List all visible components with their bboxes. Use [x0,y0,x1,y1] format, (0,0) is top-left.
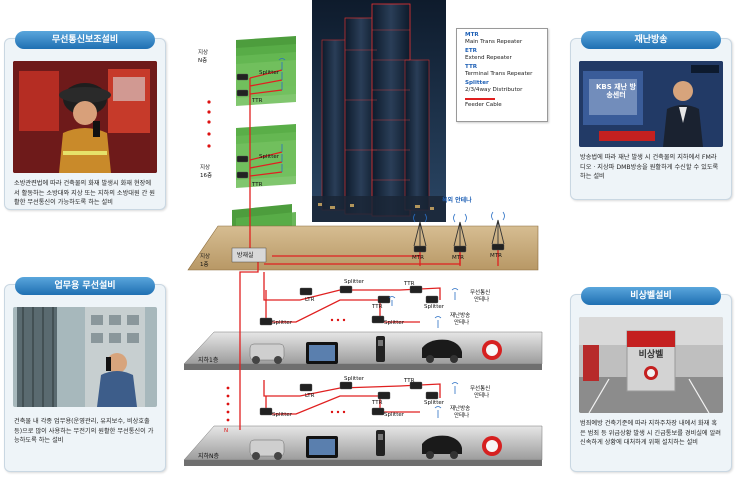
wireless-panel-desc: 소방관련법에 따라 건축물의 화재 발생시 화재 현장에서 활동하는 소방대와 … [14,180,155,206]
ttr-label-b1b: TTR [404,281,415,287]
broadcast-antenna-label-bn-l2: 안테나 [454,413,470,419]
ltr-label-b1: LTR [305,297,315,303]
ttr-label-top: TTR [252,98,263,104]
broadcast-antenna-label-b1-l2: 안테나 [454,320,470,326]
wireless-antenna-label-bn-l1: 무선통신 [470,386,491,392]
firefighter-photo [13,61,157,173]
splitter-label-bnd: Splitter [384,412,404,418]
splitter-label-top: Splitter [259,70,279,76]
legend-key: Splitter [465,80,489,86]
outdoor-antennas [413,211,505,247]
legend-desc: 2/3/4way Distributor [465,87,523,93]
indoor-antennas [278,58,459,418]
basement-1-front [184,364,542,370]
disaster-panel-desc: 방송법에 따라 재난 발생 시 건축물의 지하에서 FM라디오 · 지상파 DM… [580,154,719,180]
splitter-label-mid: Splitter [259,154,279,160]
basement-n-label: 지하N층 [198,453,220,460]
mtr-label-2: MTR [452,255,464,261]
news-anchor-photo: KBS 재난 방송센터 [579,61,723,147]
mtr-label-3: MTR [490,253,502,259]
floor-top-label-a: 지상 [198,50,209,56]
devices [231,73,505,416]
broadcast-antenna-label-b1-l1: 재난방송 [450,313,471,319]
splitter-label-b1b: Splitter [424,304,444,310]
wireless-antenna-label-b1-l1: 무선통신 [470,290,491,296]
ttr-label-b1a: TTR [372,304,383,310]
ground-layer [187,225,539,271]
emergency-sign: 비상벨 [638,350,664,360]
splitter-label-bnc: Splitter [272,412,292,418]
ttr-label-bna: TTR [372,400,383,406]
legend-cable-line [465,98,495,100]
wireless-panel-title: 무선통신보조설비 [15,31,155,49]
splitter-label-b1a: Splitter [344,279,364,285]
ltr-label-bn: LTR [305,393,315,399]
legend-key: MTR [465,32,479,38]
wireless-antenna-label-bn-l2: 안테나 [474,393,490,399]
floor-mid-label-b: 16층 [200,173,213,179]
legend-desc: Main Trans Repeater [465,39,523,45]
rooftop-antenna-label: 옥외 안테나 [442,197,472,204]
building-photo [312,0,446,222]
n-label: N [224,428,229,434]
tv-caption: KBS 재난 방송센터 [596,83,636,99]
parking-bell-photo: 비상벨 [579,317,723,413]
ttr-label-mid: TTR [252,182,263,188]
disaster-broadcast-panel: 재난방송 KBS 재난 방송센터 방송법에 따라 재난 발생 시 건축물의 지하… [570,31,732,200]
legend-key: TTR [465,64,478,70]
splitter-label-b1c: Splitter [272,320,292,326]
floor-mid-label-a: 지상 [200,165,211,171]
emergency-panel-desc: 범죄예방 건축기준에 따라 지하주차장 내에서 화재 혹은 범죄 등 위급상황 … [580,420,721,446]
broadcast-antenna-label-bn-l1: 재난방송 [450,406,471,412]
wireless-panel: 무선통신보조설비 소방관련법에 따라 건축물의 화재 발생시 화재 현장에서 활… [4,31,166,210]
legend-desc: Terminal Trans Repeater [465,71,533,77]
floor-1-label-b: 1층 [200,262,209,268]
basement-1-label: 지하1층 [198,357,219,364]
worker-radio-photo [13,307,157,407]
floor-1-label-a: 지상 [200,254,211,260]
legend-desc: Feeder Cable [465,101,502,108]
basement-n-front [184,460,542,466]
control-room-label: 방재실 [237,252,254,259]
floor-top-label-b: N층 [198,58,208,64]
ttr-label-bnb: TTR [404,378,415,384]
basement-1-items [249,336,502,364]
splitter-label-bna: Splitter [344,376,364,382]
basement-n-items [249,430,502,460]
upper-floors-stack [232,36,296,252]
splitter-label-b1d: Splitter [384,320,404,326]
emergency-panel-title: 비상벨설비 [581,287,721,305]
emergency-bell-panel: 비상벨설비 비상벨 범죄예방 건축기준에 따라 지하주차장 내에서 화재 혹은 … [570,287,732,472]
splitter-label-bnb: Splitter [424,400,444,406]
business-panel-desc: 건축물 내 각종 업무용(운영관리, 유지보수, 비상호출 등)으로 많이 사용… [14,418,154,444]
business-panel: 업무용 무선설비 건축물 내 각종 업무용(운영관리, 유지보수, 비상호출 등… [4,277,166,472]
mtr-label-1: MTR [412,255,424,261]
legend-desc: Extend Repeater [465,55,512,61]
business-panel-title: 업무용 무선설비 [15,277,155,295]
disaster-panel-title: 재난방송 [581,31,721,49]
wireless-antenna-label-b1-l2: 안테나 [474,297,490,303]
legend-key: ETR [465,48,477,54]
continuation-dots [207,100,346,422]
